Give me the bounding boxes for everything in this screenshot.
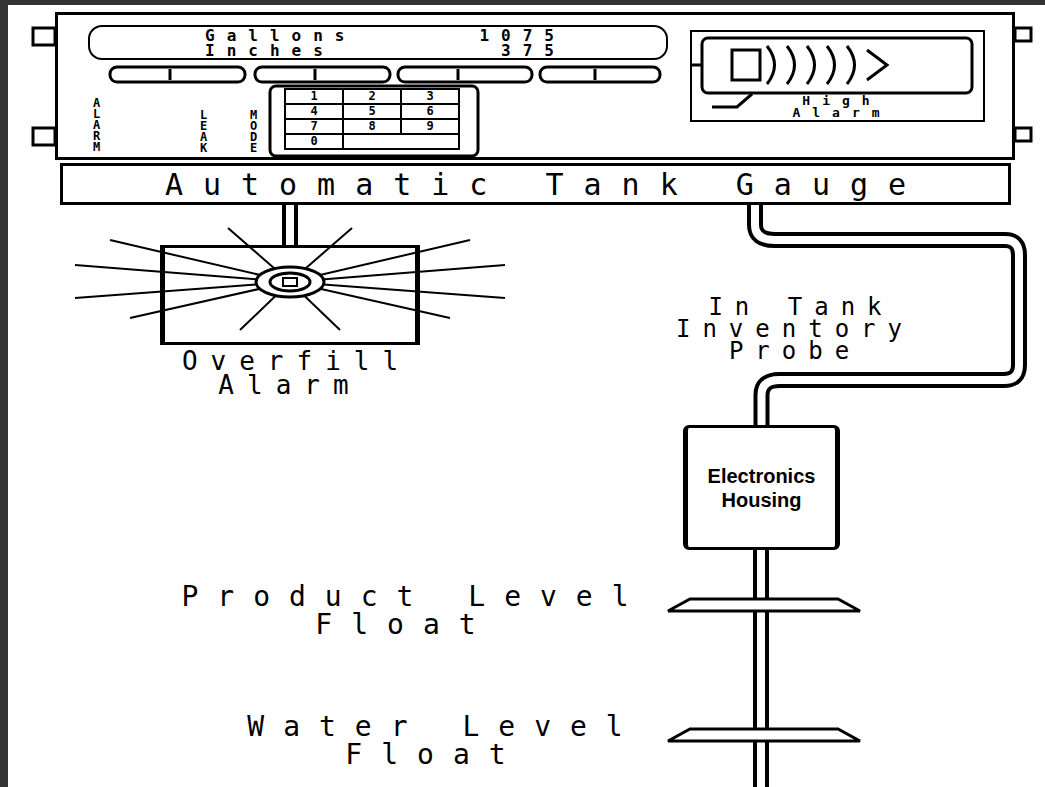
high-alarm-box: High Alarm — [690, 30, 985, 122]
vertical-legend: ALARM — [93, 98, 100, 153]
panel-knobs — [33, 28, 1031, 145]
keypad-digit: 2 — [343, 89, 401, 104]
display-label: Gallons — [205, 28, 356, 43]
alarm-heading: Overfill Alarm — [160, 349, 420, 397]
housing-label: Electronics Housing — [694, 464, 829, 512]
product-level-float — [668, 599, 860, 611]
display-label: Inches — [205, 43, 335, 58]
keypad-digit: 7 — [285, 119, 343, 134]
display-value: 375 — [501, 43, 566, 58]
keypad-digit: 0 — [285, 134, 343, 149]
unit-title: Automatic Tank Gauge — [63, 169, 1008, 201]
float-label: Water Level Float — [200, 713, 670, 769]
float-label: Product Level Float — [160, 583, 650, 639]
keypad-digit: 1 — [285, 89, 343, 104]
keypad-digit: 8 — [343, 119, 401, 134]
display-value: 1075 — [479, 28, 566, 43]
cable — [290, 205, 291, 245]
keypad-digit: 6 — [401, 104, 459, 119]
tank-gauge-unit: Automatic Tank GaugeGallons1075Inches375… — [55, 12, 1015, 205]
frame-edge — [0, 0, 8, 787]
probe-shaft — [761, 548, 762, 787]
alarm-light-box — [160, 245, 420, 345]
vertical-legend: MODE — [250, 110, 257, 154]
keypad-digit: 3 — [401, 89, 459, 104]
alarm-label: High Alarm — [767, 95, 917, 119]
keypad-digit: 4 — [285, 104, 343, 119]
overfill-alarm: Overfill Alarm — [160, 245, 420, 400]
vertical-legend: LEAK — [200, 110, 207, 154]
frame-edge — [0, 0, 1045, 5]
cable-label: In Tank Inventory Probe — [615, 296, 975, 362]
water-level-float — [668, 729, 860, 741]
name-band: Automatic Tank Gauge — [60, 163, 1011, 205]
keypad — [270, 86, 478, 156]
electronics-housing: Electronics Housing — [683, 425, 840, 550]
panel-buttons — [110, 67, 660, 82]
keypad-digit: 5 — [343, 104, 401, 119]
display-screen: Gallons 1075Inches 375 — [88, 25, 668, 60]
keypad-digit: 9 — [401, 119, 459, 134]
